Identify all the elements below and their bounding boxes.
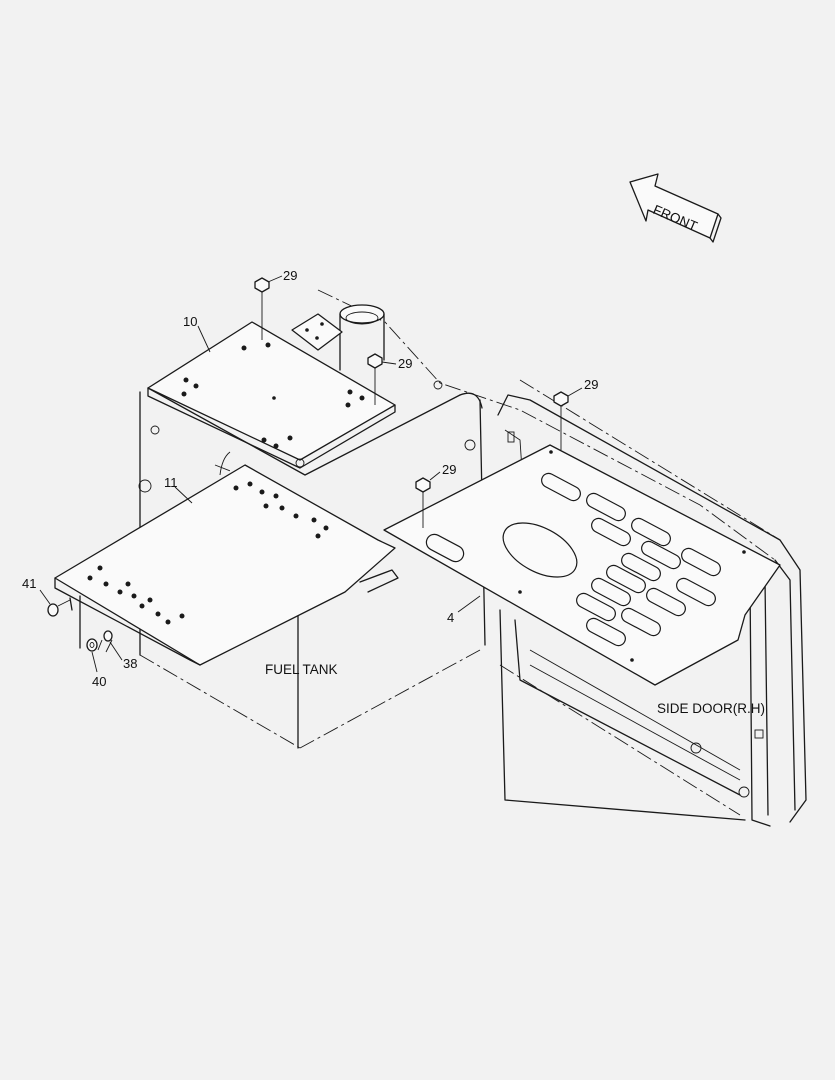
hardware-small	[47, 599, 113, 653]
side-door-label: SIDE DOOR(R.H)	[657, 701, 765, 716]
callouts: 29 29 29 29 10 11 4 41 40 38	[22, 268, 598, 689]
side-door	[497, 394, 807, 827]
cover-10-vents	[181, 342, 365, 449]
floor-plate-slots	[541, 472, 721, 647]
bolt-29-b	[367, 353, 383, 405]
callout-29-a: 29	[283, 268, 297, 283]
floor-plate-4	[383, 444, 781, 686]
callout-11: 11	[164, 475, 178, 490]
leader-lines	[39, 275, 583, 673]
callout-29-c: 29	[584, 377, 598, 392]
bolt-29-c	[553, 391, 569, 450]
fuel-tank-label: FUEL TANK	[265, 662, 338, 677]
nut-41	[47, 599, 71, 617]
callout-10: 10	[183, 314, 197, 329]
washer-40	[86, 638, 98, 652]
cover-plate-10	[147, 321, 396, 469]
callout-4: 4	[447, 610, 454, 625]
callout-40: 40	[92, 674, 106, 689]
callout-29-b: 29	[398, 356, 412, 371]
callout-38: 38	[123, 656, 137, 671]
bolt-29-d	[415, 477, 431, 528]
bolt-38	[97, 630, 113, 653]
callout-41: 41	[22, 576, 36, 591]
fuel-tank	[138, 304, 486, 749]
cover-11-vents	[87, 481, 329, 625]
bolts-29	[254, 277, 569, 528]
bolt-29-a	[254, 277, 270, 340]
front-arrow: FRONT	[629, 173, 722, 243]
callout-29-d: 29	[442, 462, 456, 477]
cover-plate-11	[54, 464, 399, 666]
